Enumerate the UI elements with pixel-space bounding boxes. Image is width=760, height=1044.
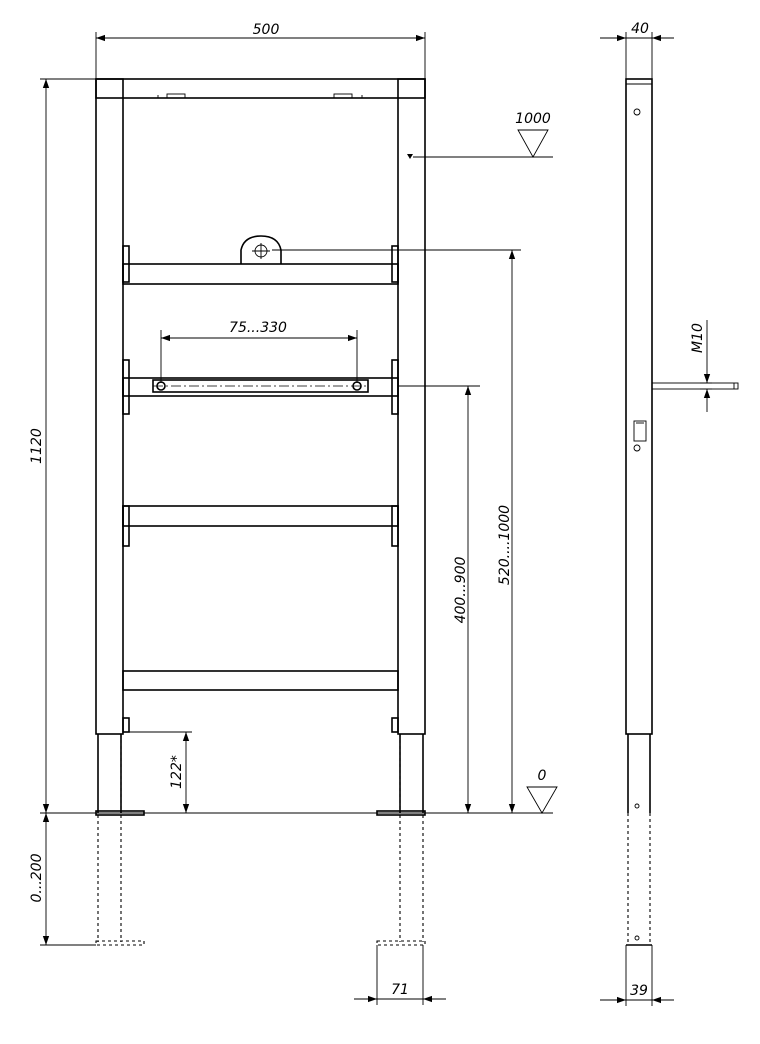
crossbar-lower — [122, 670, 399, 691]
bar-clamp — [122, 505, 130, 547]
dim-122: 122* — [169, 755, 185, 789]
dim-side-39: 39 — [630, 983, 648, 999]
dim-side-40: 40 — [631, 21, 649, 37]
level-1000-label: 1000 — [515, 111, 551, 127]
crossbar-upper — [122, 263, 399, 285]
bar-clamp — [391, 245, 399, 283]
front-dimensions: 500 1120 0...200 75...330 1000 520....10… — [29, 22, 558, 1005]
side-hole-lower — [633, 444, 641, 452]
side-post — [625, 78, 653, 735]
side-slot — [633, 420, 647, 442]
level-symbol-zero — [526, 786, 558, 814]
level-zero-label: 0 — [538, 768, 547, 784]
bar-clamp — [391, 359, 399, 415]
top-clip-left — [166, 93, 186, 99]
dim-width-500: 500 — [253, 22, 280, 38]
side-hole — [633, 108, 641, 116]
crossbar-middle — [122, 505, 399, 527]
threaded-rod — [651, 382, 739, 390]
dim-foot-71: 71 — [391, 982, 409, 998]
foot-plate-left-extended — [95, 940, 145, 946]
left-post — [95, 78, 124, 735]
foot-plate-right-extended — [376, 940, 426, 946]
side-dimensions: 40 M10 39 — [600, 21, 712, 1006]
leg-clamp — [122, 717, 130, 733]
top-clip-right — [333, 93, 353, 99]
top-rail — [95, 78, 426, 99]
level-symbol-1000 — [517, 129, 549, 158]
dim-520-1000: 520....1000 — [497, 505, 513, 585]
leg-clamp — [391, 717, 399, 733]
dim-bolt-m10: M10 — [690, 323, 706, 353]
dim-leg-0-200: 0...200 — [29, 853, 45, 902]
front-view — [95, 78, 426, 946]
dim-height-1120: 1120 — [29, 428, 45, 464]
bar-clamp — [122, 245, 130, 283]
bar-clamp — [391, 505, 399, 547]
center-bracket — [240, 235, 282, 264]
right-post — [397, 78, 426, 735]
dim-400-900: 400...900 — [453, 557, 469, 624]
side-view — [625, 78, 739, 946]
bar-clamp — [122, 359, 130, 415]
level-marker — [407, 154, 413, 159]
dim-bolt-spacing: 75...330 — [229, 320, 287, 336]
